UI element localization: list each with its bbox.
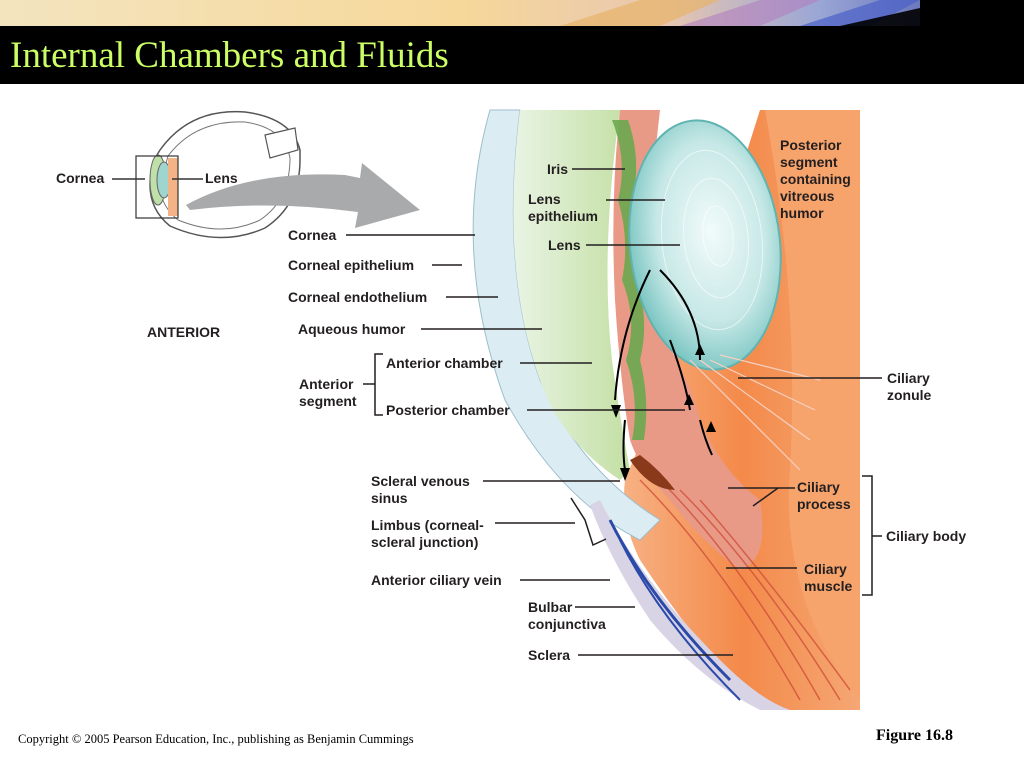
limbus-label-1: Limbus (corneal- xyxy=(371,517,484,533)
header-banner xyxy=(0,0,1024,26)
ciliary-body-label: Ciliary body xyxy=(886,528,967,544)
figure-number: Figure 16.8 xyxy=(876,727,954,744)
anterior-ciliary-vein-label: Anterior ciliary vein xyxy=(371,572,502,588)
ciliary-zonule-label-2: zonule xyxy=(887,387,932,403)
ciliary-zonule-label-1: Ciliary xyxy=(887,370,930,386)
cornea-label: Cornea xyxy=(288,227,337,243)
inset-lens-label: Lens xyxy=(205,170,238,186)
copyright-text: Copyright © 2005 Pearson Education, Inc.… xyxy=(18,732,414,746)
posterior-segment-label-5: humor xyxy=(780,205,824,221)
ciliary-process-label-1: Ciliary xyxy=(797,479,840,495)
ciliary-muscle-label-1: Ciliary xyxy=(804,561,847,577)
posterior-segment-label-3: containing xyxy=(780,171,851,187)
ciliary-muscle-label-2: muscle xyxy=(804,578,853,594)
limbus-label-2: scleral junction) xyxy=(371,534,479,550)
posterior-segment-label-4: vitreous xyxy=(780,188,835,204)
ciliary-process-label-2: process xyxy=(797,496,851,512)
lens-epithelium-label-1: Lens xyxy=(528,191,561,207)
bulbar-conjunctiva-label-1: Bulbar xyxy=(528,599,573,615)
title-bar xyxy=(0,26,1024,84)
anterior-chamber-label: Anterior chamber xyxy=(386,355,503,371)
iris-label: Iris xyxy=(547,161,569,177)
anterior-segment-label-1: Anterior xyxy=(299,376,354,392)
eye-section xyxy=(472,109,860,710)
aqueous-humor-label: Aqueous humor xyxy=(298,321,406,337)
posterior-segment-label-2: segment xyxy=(780,154,838,170)
sclera-label: Sclera xyxy=(528,647,571,663)
bulbar-conjunctiva-label-2: conjunctiva xyxy=(528,616,606,632)
scleral-venous-sinus-label-2: sinus xyxy=(371,490,408,506)
anterior-segment-label-2: segment xyxy=(299,393,357,409)
anterior-orientation-label: ANTERIOR xyxy=(147,324,221,340)
corneal-endothelium-label: Corneal endothelium xyxy=(288,289,428,305)
posterior-segment-label-1: Posterior xyxy=(780,137,842,153)
slide-title: Internal Chambers and Fluids xyxy=(10,35,449,76)
leader-lines xyxy=(346,168,882,656)
posterior-chamber-label: Posterior chamber xyxy=(386,402,510,418)
lens-epithelium-label-2: epithelium xyxy=(528,208,599,224)
scleral-venous-sinus-label-1: Scleral venous xyxy=(371,473,470,489)
inset-cornea-label: Cornea xyxy=(56,170,105,186)
corneal-epithelium-label: Corneal epithelium xyxy=(288,257,415,273)
lens-label: Lens xyxy=(548,237,581,253)
zoom-arrow xyxy=(186,163,420,228)
